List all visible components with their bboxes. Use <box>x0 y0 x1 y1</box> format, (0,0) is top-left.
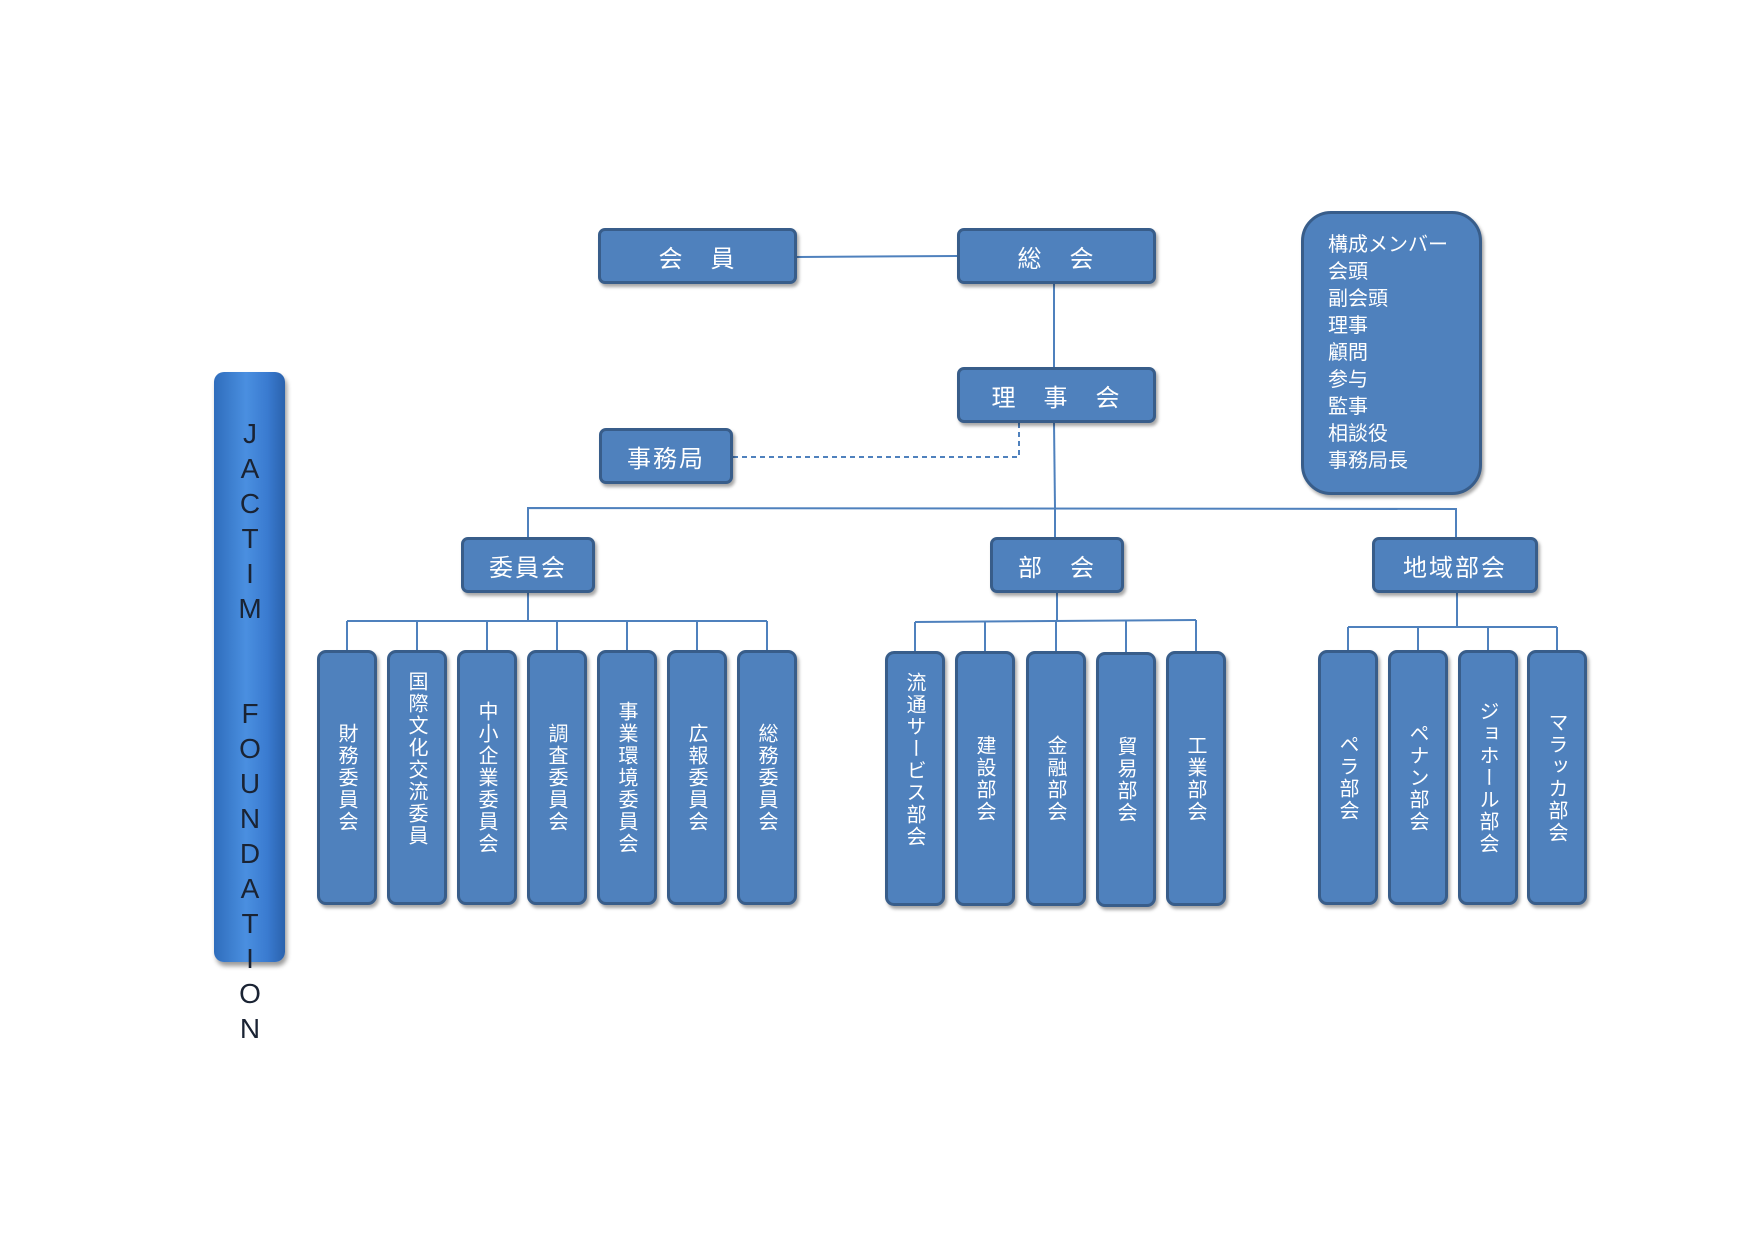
board-box: 理 事 会 <box>957 367 1156 423</box>
committee-box: 中小企業委員会 <box>457 650 517 905</box>
member-item: 監事 <box>1328 394 1368 418</box>
member-box: 会 員 <box>598 228 797 284</box>
brand-label: JACTIM FOUNDATION <box>234 418 266 1048</box>
division-box: 金融部会 <box>1026 651 1086 906</box>
regional-divisions-label: 地域部会 <box>1403 553 1507 582</box>
division-label: 流通サービス部会 <box>903 672 927 848</box>
connector-board-groups <box>1053 422 1056 509</box>
division-box: 流通サービス部会 <box>885 651 945 906</box>
committee-box: 広報委員会 <box>667 650 727 905</box>
general-assembly-box: 総 会 <box>957 228 1156 284</box>
board-label: 理 事 会 <box>991 383 1122 412</box>
member-item: 顧問 <box>1328 340 1368 364</box>
regional-division-box: ペラ部会 <box>1318 650 1378 905</box>
member-item: 会頭 <box>1328 259 1368 283</box>
member-label: 会 員 <box>658 244 737 273</box>
committee-label: 広報委員会 <box>685 722 709 833</box>
committee-label: 総務委員会 <box>755 722 779 833</box>
member-item: 副会頭 <box>1328 286 1388 310</box>
regional-division-box: ジョホール部会 <box>1458 650 1518 905</box>
secretariat-box: 事務局 <box>599 428 733 484</box>
division-box: 工業部会 <box>1166 651 1226 906</box>
secretariat-label: 事務局 <box>627 444 705 473</box>
regional-division-label: マラッカ部会 <box>1545 711 1569 844</box>
divisions-label: 部 会 <box>1018 553 1096 582</box>
committee-box: 調査委員会 <box>527 650 587 905</box>
jactim-foundation-banner: JACTIM FOUNDATION <box>214 372 285 1048</box>
connector-dashed-secretariat <box>730 423 1020 458</box>
committee-box: 事業環境委員会 <box>597 650 657 905</box>
member-item: 理事 <box>1328 313 1368 337</box>
division-box: 建設部会 <box>955 651 1015 906</box>
regional-division-label: ジョホール部会 <box>1476 700 1500 855</box>
committee-box: 財務委員会 <box>317 650 377 905</box>
members-panel: 構成メンバー 会頭 副会頭 理事 顧問 参与 監事 相談役 事務局長 <box>1301 211 1482 495</box>
division-label: 金融部会 <box>1044 734 1068 823</box>
regional-divisions-box: 地域部会 <box>1372 537 1538 593</box>
committee-label: 事業環境委員会 <box>615 700 639 855</box>
committee-label: 調査委員会 <box>545 722 569 833</box>
divisions-box: 部 会 <box>990 537 1124 593</box>
connector-member-assembly <box>796 255 958 258</box>
regional-division-label: ペナン部会 <box>1406 722 1430 833</box>
committees-label: 委員会 <box>489 553 567 582</box>
committee-box: 総務委員会 <box>737 650 797 905</box>
division-label: 建設部会 <box>973 734 997 823</box>
member-item: 参与 <box>1328 367 1368 391</box>
regional-division-box: マラッカ部会 <box>1527 650 1587 905</box>
member-item: 相談役 <box>1328 421 1388 445</box>
committee-box: 国際文化交流委員 <box>387 650 447 905</box>
committee-label: 中小企業委員会 <box>475 700 499 855</box>
committees-box: 委員会 <box>461 537 595 593</box>
division-label: 工業部会 <box>1184 734 1208 823</box>
member-item: 事務局長 <box>1328 448 1408 472</box>
committee-label: 国際文化交流委員 <box>405 671 429 847</box>
committee-label: 財務委員会 <box>335 722 359 833</box>
members-title: 構成メンバー <box>1328 232 1448 256</box>
division-box: 貿易部会 <box>1096 652 1156 907</box>
division-label: 貿易部会 <box>1114 735 1138 824</box>
connector-groups-bus <box>527 506 1457 537</box>
general-assembly-label: 総 会 <box>1017 244 1096 273</box>
regional-division-box: ペナン部会 <box>1388 650 1448 905</box>
regional-division-label: ペラ部会 <box>1336 733 1360 822</box>
